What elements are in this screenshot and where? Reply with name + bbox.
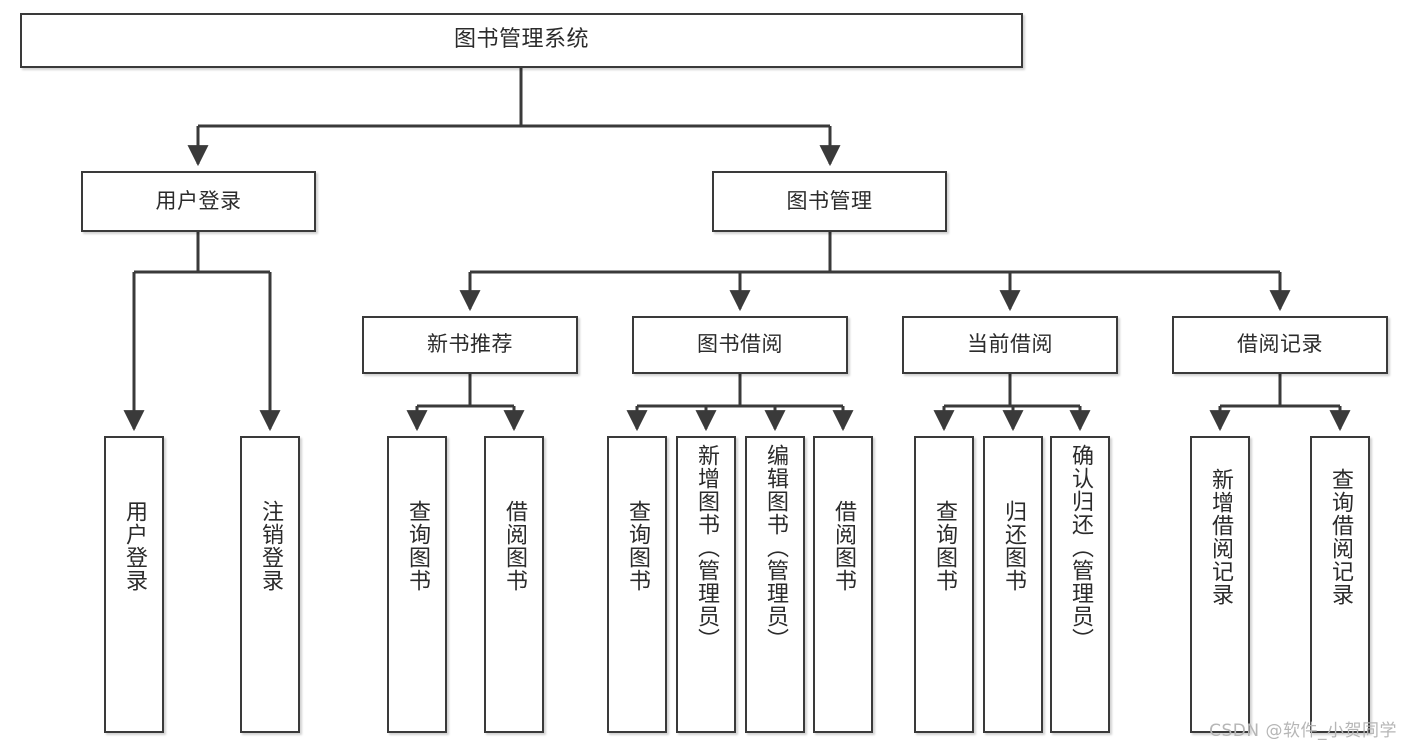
leaf-query-books-borrow[interactable]: 查询图书 <box>607 436 667 733</box>
leaf-query-books-borrow-label: 查询图书 <box>625 500 650 592</box>
node-book-management-label: 图书管理 <box>786 188 873 213</box>
leaf-confirm-return-admin-label: 确认归还（管理员） <box>1068 444 1093 651</box>
leaf-logout[interactable]: 注销登录 <box>240 436 300 733</box>
node-current-borrow-label: 当前借阅 <box>967 332 1053 357</box>
leaf-query-books-rec[interactable]: 查询图书 <box>387 436 447 733</box>
leaf-borrow-books-rec[interactable]: 借阅图书 <box>484 436 544 733</box>
node-borrow-record-label: 借阅记录 <box>1237 332 1323 357</box>
leaf-confirm-return-admin[interactable]: 确认归还（管理员） <box>1050 436 1110 733</box>
leaf-edit-book-admin[interactable]: 编辑图书（管理员） <box>745 436 805 733</box>
leaf-add-borrow-record-label: 新增借阅记录 <box>1208 468 1233 606</box>
leaf-query-books-current[interactable]: 查询图书 <box>914 436 974 733</box>
leaf-add-book-admin[interactable]: 新增图书（管理员） <box>676 436 736 733</box>
node-root-label: 图书管理系统 <box>453 27 589 53</box>
leaf-query-books-rec-label: 查询图书 <box>405 500 430 592</box>
node-user-login[interactable]: 用户登录 <box>81 171 316 232</box>
node-user-login-label: 用户登录 <box>155 188 242 213</box>
leaf-user-login[interactable]: 用户登录 <box>104 436 164 733</box>
node-new-book-recommendation-label: 新书推荐 <box>427 332 513 357</box>
leaf-borrow-books-borrow[interactable]: 借阅图书 <box>813 436 873 733</box>
node-borrow-record[interactable]: 借阅记录 <box>1172 316 1388 374</box>
node-book-borrow[interactable]: 图书借阅 <box>632 316 848 374</box>
leaf-query-borrow-record-label: 查询借阅记录 <box>1328 468 1353 606</box>
node-current-borrow[interactable]: 当前借阅 <box>902 316 1118 374</box>
leaf-edit-book-admin-label: 编辑图书（管理员） <box>763 444 788 651</box>
leaf-logout-label: 注销登录 <box>258 500 283 592</box>
leaf-add-book-admin-label: 新增图书（管理员） <box>694 444 719 651</box>
node-book-management[interactable]: 图书管理 <box>712 171 947 232</box>
node-root[interactable]: 图书管理系统 <box>20 13 1023 68</box>
leaf-user-login-label: 用户登录 <box>122 500 147 592</box>
leaf-query-books-current-label: 查询图书 <box>932 500 957 592</box>
leaf-return-books[interactable]: 归还图书 <box>983 436 1043 733</box>
leaf-borrow-books-rec-label: 借阅图书 <box>502 500 527 592</box>
leaf-return-books-label: 归还图书 <box>1001 500 1026 592</box>
node-new-book-recommendation[interactable]: 新书推荐 <box>362 316 578 374</box>
leaf-query-borrow-record[interactable]: 查询借阅记录 <box>1310 436 1370 733</box>
watermark-text: CSDN @软件_小贺同学 <box>1209 721 1397 741</box>
node-book-borrow-label: 图书借阅 <box>697 332 783 357</box>
leaf-borrow-books-borrow-label: 借阅图书 <box>831 500 856 592</box>
leaf-add-borrow-record[interactable]: 新增借阅记录 <box>1190 436 1250 733</box>
